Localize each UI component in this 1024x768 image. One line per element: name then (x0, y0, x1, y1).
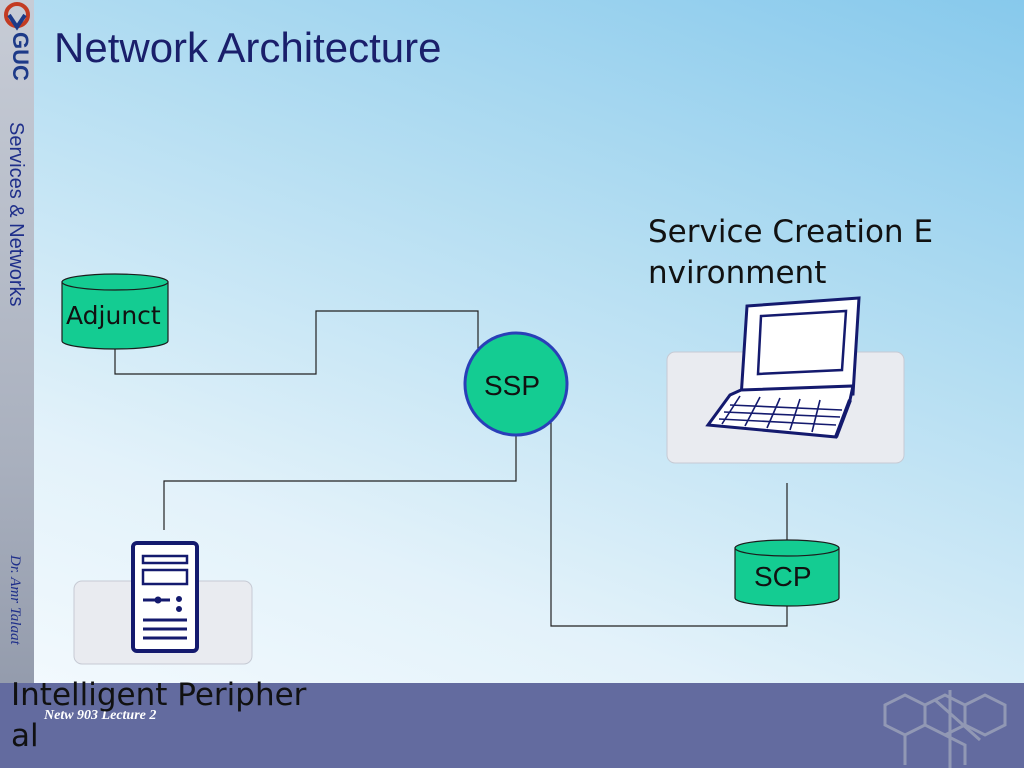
sce-label-line1: Service Creation E (648, 214, 934, 250)
connector-adjunct-ssp (114, 310, 479, 375)
footer-bar (0, 683, 1024, 768)
scp-label: SCP (754, 561, 812, 592)
guc-logo: GUC (0, 0, 34, 82)
laptop-icon (705, 296, 861, 439)
slide-title: Network Architecture (54, 24, 442, 71)
ssp-label: SSP (484, 370, 541, 401)
adjunct-label: Adjunct (66, 301, 161, 330)
ip-label-line1: Intelligent Peripher (11, 677, 307, 713)
ip-label-line2: al (11, 718, 39, 754)
scp-node (734, 539, 840, 607)
author-name: Dr. Amr Talaat (7, 555, 23, 645)
guc-logo-icon (4, 2, 30, 31)
connector-ssp-scp (550, 420, 788, 627)
connector-ssp-ip (163, 430, 517, 530)
footer-lecture-label: Netw 903 Lecture 2 (44, 708, 157, 723)
ssp-node (463, 331, 569, 437)
sce-label-line2: nvironment (648, 255, 827, 291)
network-structure-icon (883, 690, 1007, 768)
left-sidebar: GUC Services & Networks Dr. Amr Talaat (0, 0, 34, 768)
adjunct-node (61, 273, 169, 350)
course-title: Services & Networks (5, 122, 27, 307)
server-tower-icon (131, 541, 199, 653)
